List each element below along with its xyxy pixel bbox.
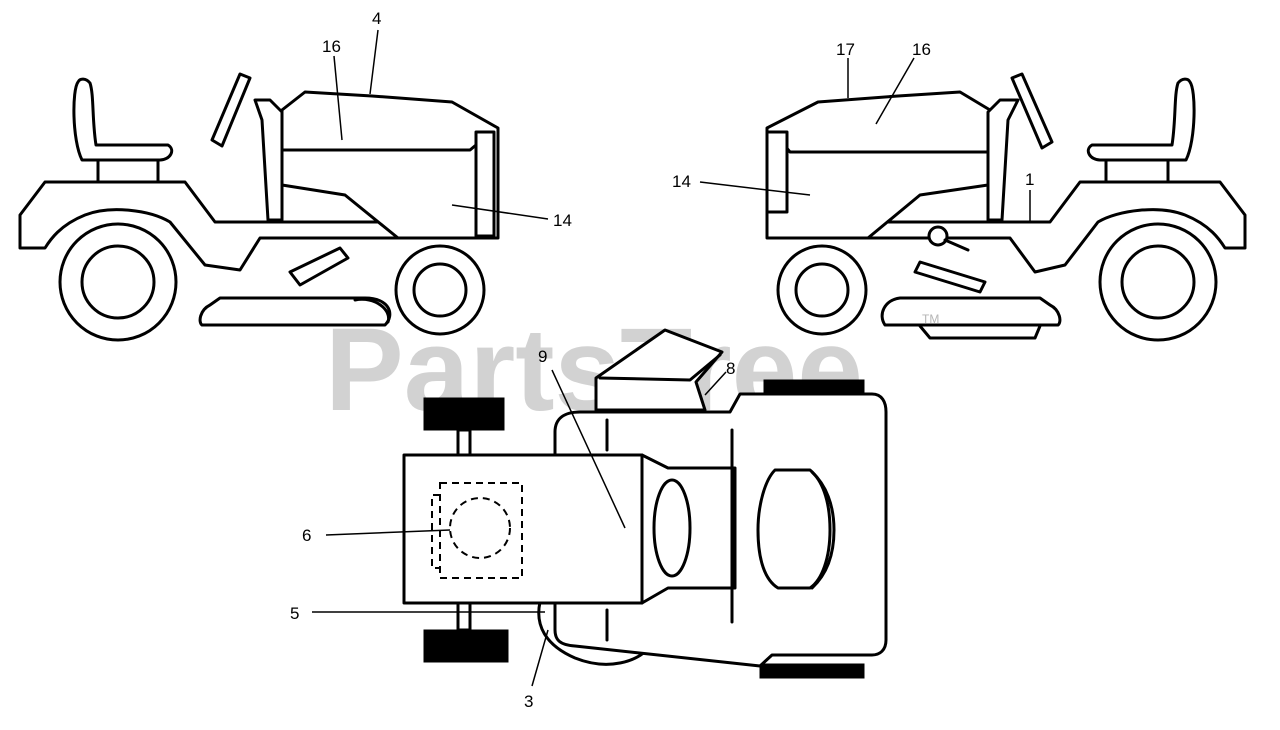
top-grass-bag xyxy=(594,328,724,412)
left-seat-base xyxy=(96,158,160,184)
callout-16-right: 16 xyxy=(912,40,931,59)
top-decal-tab xyxy=(431,494,440,569)
watermark-tm: TM xyxy=(922,312,939,326)
leader-6 xyxy=(325,529,451,536)
left-steering-column xyxy=(253,98,284,222)
right-hood xyxy=(765,90,992,240)
right-lever xyxy=(943,238,970,252)
top-engine-hood-edge xyxy=(810,470,836,590)
right-deck-chute xyxy=(918,324,1042,340)
left-side-view-tractor: 4 16 14 xyxy=(18,9,572,342)
top-decal-circle xyxy=(449,497,511,559)
top-steering-wheel xyxy=(652,478,692,578)
callout-4: 4 xyxy=(372,9,381,28)
left-mower-deck xyxy=(198,296,392,327)
callout-14-left: 14 xyxy=(553,211,572,230)
top-front-tire-lower xyxy=(759,663,865,679)
left-grille xyxy=(474,130,496,238)
right-foot-pedal xyxy=(913,260,987,294)
callout-17: 17 xyxy=(836,40,855,59)
right-seat xyxy=(1086,77,1196,162)
leader-3 xyxy=(531,629,549,687)
right-rear-body xyxy=(768,180,1247,274)
leader-4 xyxy=(369,29,379,95)
top-axle-lower xyxy=(456,600,472,632)
leader-8 xyxy=(704,371,727,396)
top-axle-upper xyxy=(456,428,472,458)
callout-8: 8 xyxy=(726,359,735,378)
left-hood xyxy=(280,90,500,240)
leader-14-right xyxy=(699,181,811,196)
right-lever-knob xyxy=(927,225,949,247)
callout-14-right: 14 xyxy=(672,172,691,191)
leader-16-right xyxy=(875,57,915,125)
callout-1: 1 xyxy=(1025,170,1034,189)
callout-3: 3 xyxy=(524,692,533,711)
callout-16-left: 16 xyxy=(322,37,341,56)
right-grille xyxy=(765,130,789,214)
leader-14-left xyxy=(451,204,549,220)
right-rear-wheel-hub xyxy=(1120,244,1196,320)
left-front-wheel-hub xyxy=(412,262,468,318)
right-mower-deck xyxy=(880,296,1062,327)
right-steering-column xyxy=(986,98,1020,222)
callout-5: 5 xyxy=(290,604,299,623)
left-steering-wheel xyxy=(210,72,252,148)
top-seat-panel xyxy=(402,453,644,605)
callout-9: 9 xyxy=(538,347,547,366)
right-front-wheel-hub xyxy=(794,262,850,318)
right-steering-wheel xyxy=(1010,72,1054,150)
left-rear-wheel-hub xyxy=(80,244,156,320)
right-side-view-tractor: TM 17 16 14 1 xyxy=(672,40,1247,342)
left-deck-chute xyxy=(353,297,391,324)
top-engine-hood xyxy=(756,468,832,590)
top-rear-tire-lower xyxy=(423,629,509,663)
top-rear-tire-upper xyxy=(423,397,505,431)
callout-6: 6 xyxy=(302,526,311,545)
leader-9 xyxy=(551,369,626,529)
top-grass-bag-line xyxy=(598,353,722,382)
left-seat xyxy=(72,77,174,162)
left-rear-body xyxy=(18,180,492,272)
top-front-tire-upper xyxy=(763,379,865,395)
top-view-tractor: 9 8 6 5 3 xyxy=(290,328,888,711)
right-seat-base xyxy=(1104,158,1170,184)
left-foot-pedal xyxy=(288,246,350,287)
leader-16-left xyxy=(333,55,343,141)
